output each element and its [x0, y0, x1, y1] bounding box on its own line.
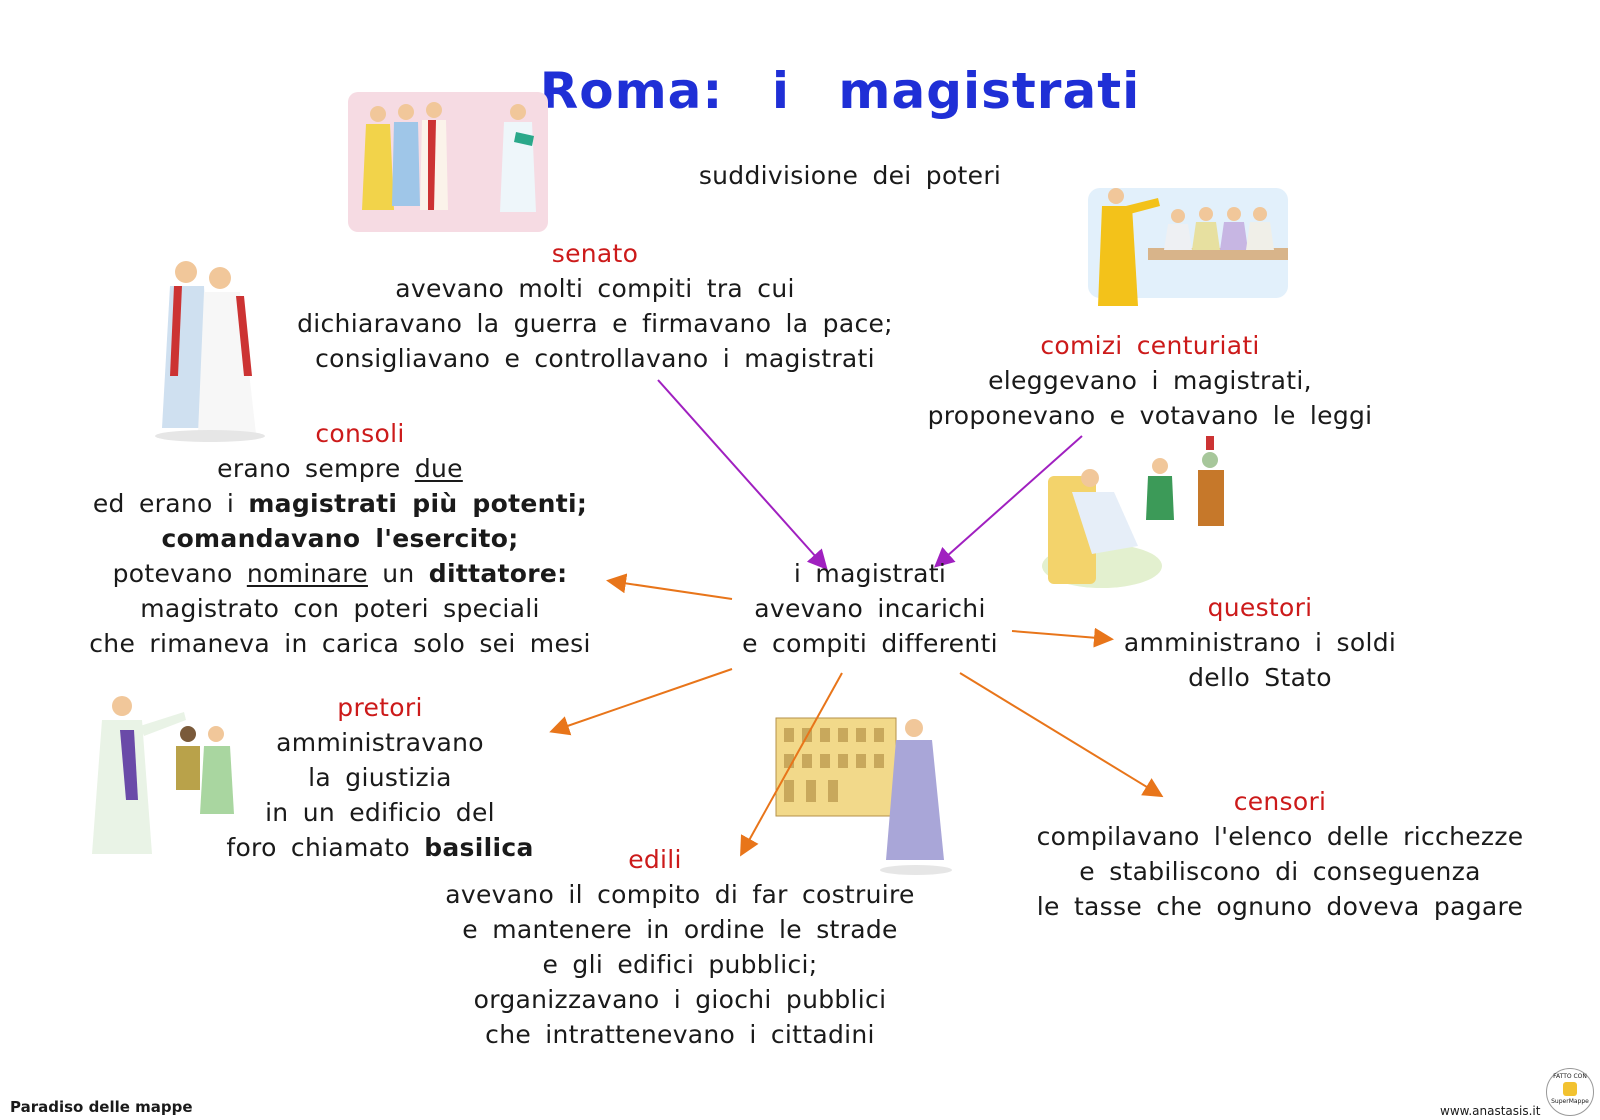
- pretori-heading: pretori: [337, 693, 423, 722]
- footer-left: Paradiso delle mappe: [10, 1098, 193, 1116]
- center-line: avevano incarichi: [754, 594, 986, 623]
- consoli-illustration: [155, 261, 265, 442]
- consoli-underlined: nominare: [246, 559, 368, 588]
- consoli-text: erano sempre: [217, 454, 415, 483]
- center-line: e compiti differenti: [742, 629, 998, 658]
- pretori-line: la giustizia: [308, 763, 452, 792]
- pretori-illustration: [92, 696, 234, 854]
- consoli-line: magistrato con poteri speciali: [140, 594, 540, 623]
- arrow-consoli: [606, 573, 733, 600]
- arrow-pretori: [549, 668, 733, 736]
- comizi-line: proponevano e votavano le leggi: [927, 401, 1373, 430]
- consoli-text: un: [367, 559, 429, 588]
- censori-line: compilavano l'elenco delle ricchezze: [1036, 822, 1524, 851]
- consoli-block: consoli erano sempre due ed erano i magi…: [60, 416, 620, 661]
- arrow-questori: [1011, 627, 1114, 648]
- consoli-underlined: due: [414, 454, 463, 483]
- edili-line: organizzavano i giochi pubblici: [473, 985, 887, 1014]
- pretori-text: foro chiamato: [226, 833, 425, 862]
- footer-right: www.anastasis.it: [1440, 1104, 1541, 1118]
- consoli-bold: magistrati più potenti;: [248, 489, 588, 518]
- badge-icon: [1563, 1082, 1577, 1096]
- pretori-bold: basilica: [424, 833, 534, 862]
- badge-top: FATTO CON: [1553, 1073, 1587, 1080]
- questori-illustration: [1042, 436, 1224, 588]
- badge-bottom: SuperMappe: [1551, 1098, 1589, 1105]
- center-node: i magistrati avevano incarichi e compiti…: [720, 556, 1020, 661]
- questori-line: dello Stato: [1188, 663, 1332, 692]
- edili-line: e mantenere in ordine le strade: [462, 915, 898, 944]
- comizi-block: comizi centuriati eleggevano i magistrat…: [900, 328, 1400, 433]
- comizi-illustration: [1088, 188, 1288, 306]
- arrow-comizi: [934, 435, 1083, 568]
- page-title: Roma: i magistrati: [539, 62, 1141, 120]
- questori-heading: questori: [1207, 593, 1313, 622]
- center-line: i magistrati: [793, 559, 947, 588]
- consoli-line: che rimaneva in carica solo sei mesi: [89, 629, 591, 658]
- edili-line: e gli edifici pubblici;: [542, 950, 818, 979]
- comizi-heading: comizi centuriati: [1040, 331, 1260, 360]
- edili-illustration: [775, 717, 952, 875]
- censori-line: e stabiliscono di conseguenza: [1079, 857, 1481, 886]
- senate-illustration: [348, 92, 548, 232]
- edili-line: avevano il compito di far costruire: [445, 880, 915, 909]
- pretori-block: pretori amministravano la giustizia in u…: [210, 690, 550, 865]
- consoli-text: ed erano i: [92, 489, 249, 518]
- arrow-senato: [657, 379, 828, 570]
- censori-heading: censori: [1233, 787, 1327, 816]
- pretori-line: amministravano: [276, 728, 484, 757]
- supermappe-badge: FATTO CON SuperMappe: [1546, 1068, 1594, 1116]
- senato-block: senato avevano molti compiti tra cui dic…: [260, 236, 930, 376]
- consoli-text: potevano: [112, 559, 247, 588]
- edili-line: che intrattenevano i cittadini: [485, 1020, 875, 1049]
- subtitle: suddivisione dei poteri: [698, 161, 1002, 190]
- senato-line: dichiaravano la guerra e firmavano la pa…: [297, 309, 893, 338]
- arrow-censori: [959, 672, 1164, 798]
- edili-block: edili avevano il compito di far costruir…: [420, 842, 940, 1052]
- consoli-bold: dittatore:: [428, 559, 568, 588]
- questori-block: questori amministrano i soldi dello Stat…: [1100, 590, 1420, 695]
- questori-line: amministrano i soldi: [1123, 628, 1397, 657]
- censori-line: le tasse che ognuno doveva pagare: [1036, 892, 1524, 921]
- senato-line: consigliavano e controllavano i magistra…: [315, 344, 875, 373]
- consoli-heading: consoli: [315, 419, 405, 448]
- senato-heading: senato: [551, 239, 639, 268]
- consoli-bold: comandavano l'esercito;: [161, 524, 519, 553]
- pretori-line: in un edificio del: [265, 798, 495, 827]
- comizi-line: eleggevano i magistrati,: [988, 366, 1312, 395]
- censori-block: censori compilavano l'elenco delle ricch…: [1010, 784, 1550, 924]
- senato-line: avevano molti compiti tra cui: [395, 274, 795, 303]
- edili-heading: edili: [628, 845, 682, 874]
- arrow-edili: [740, 672, 843, 857]
